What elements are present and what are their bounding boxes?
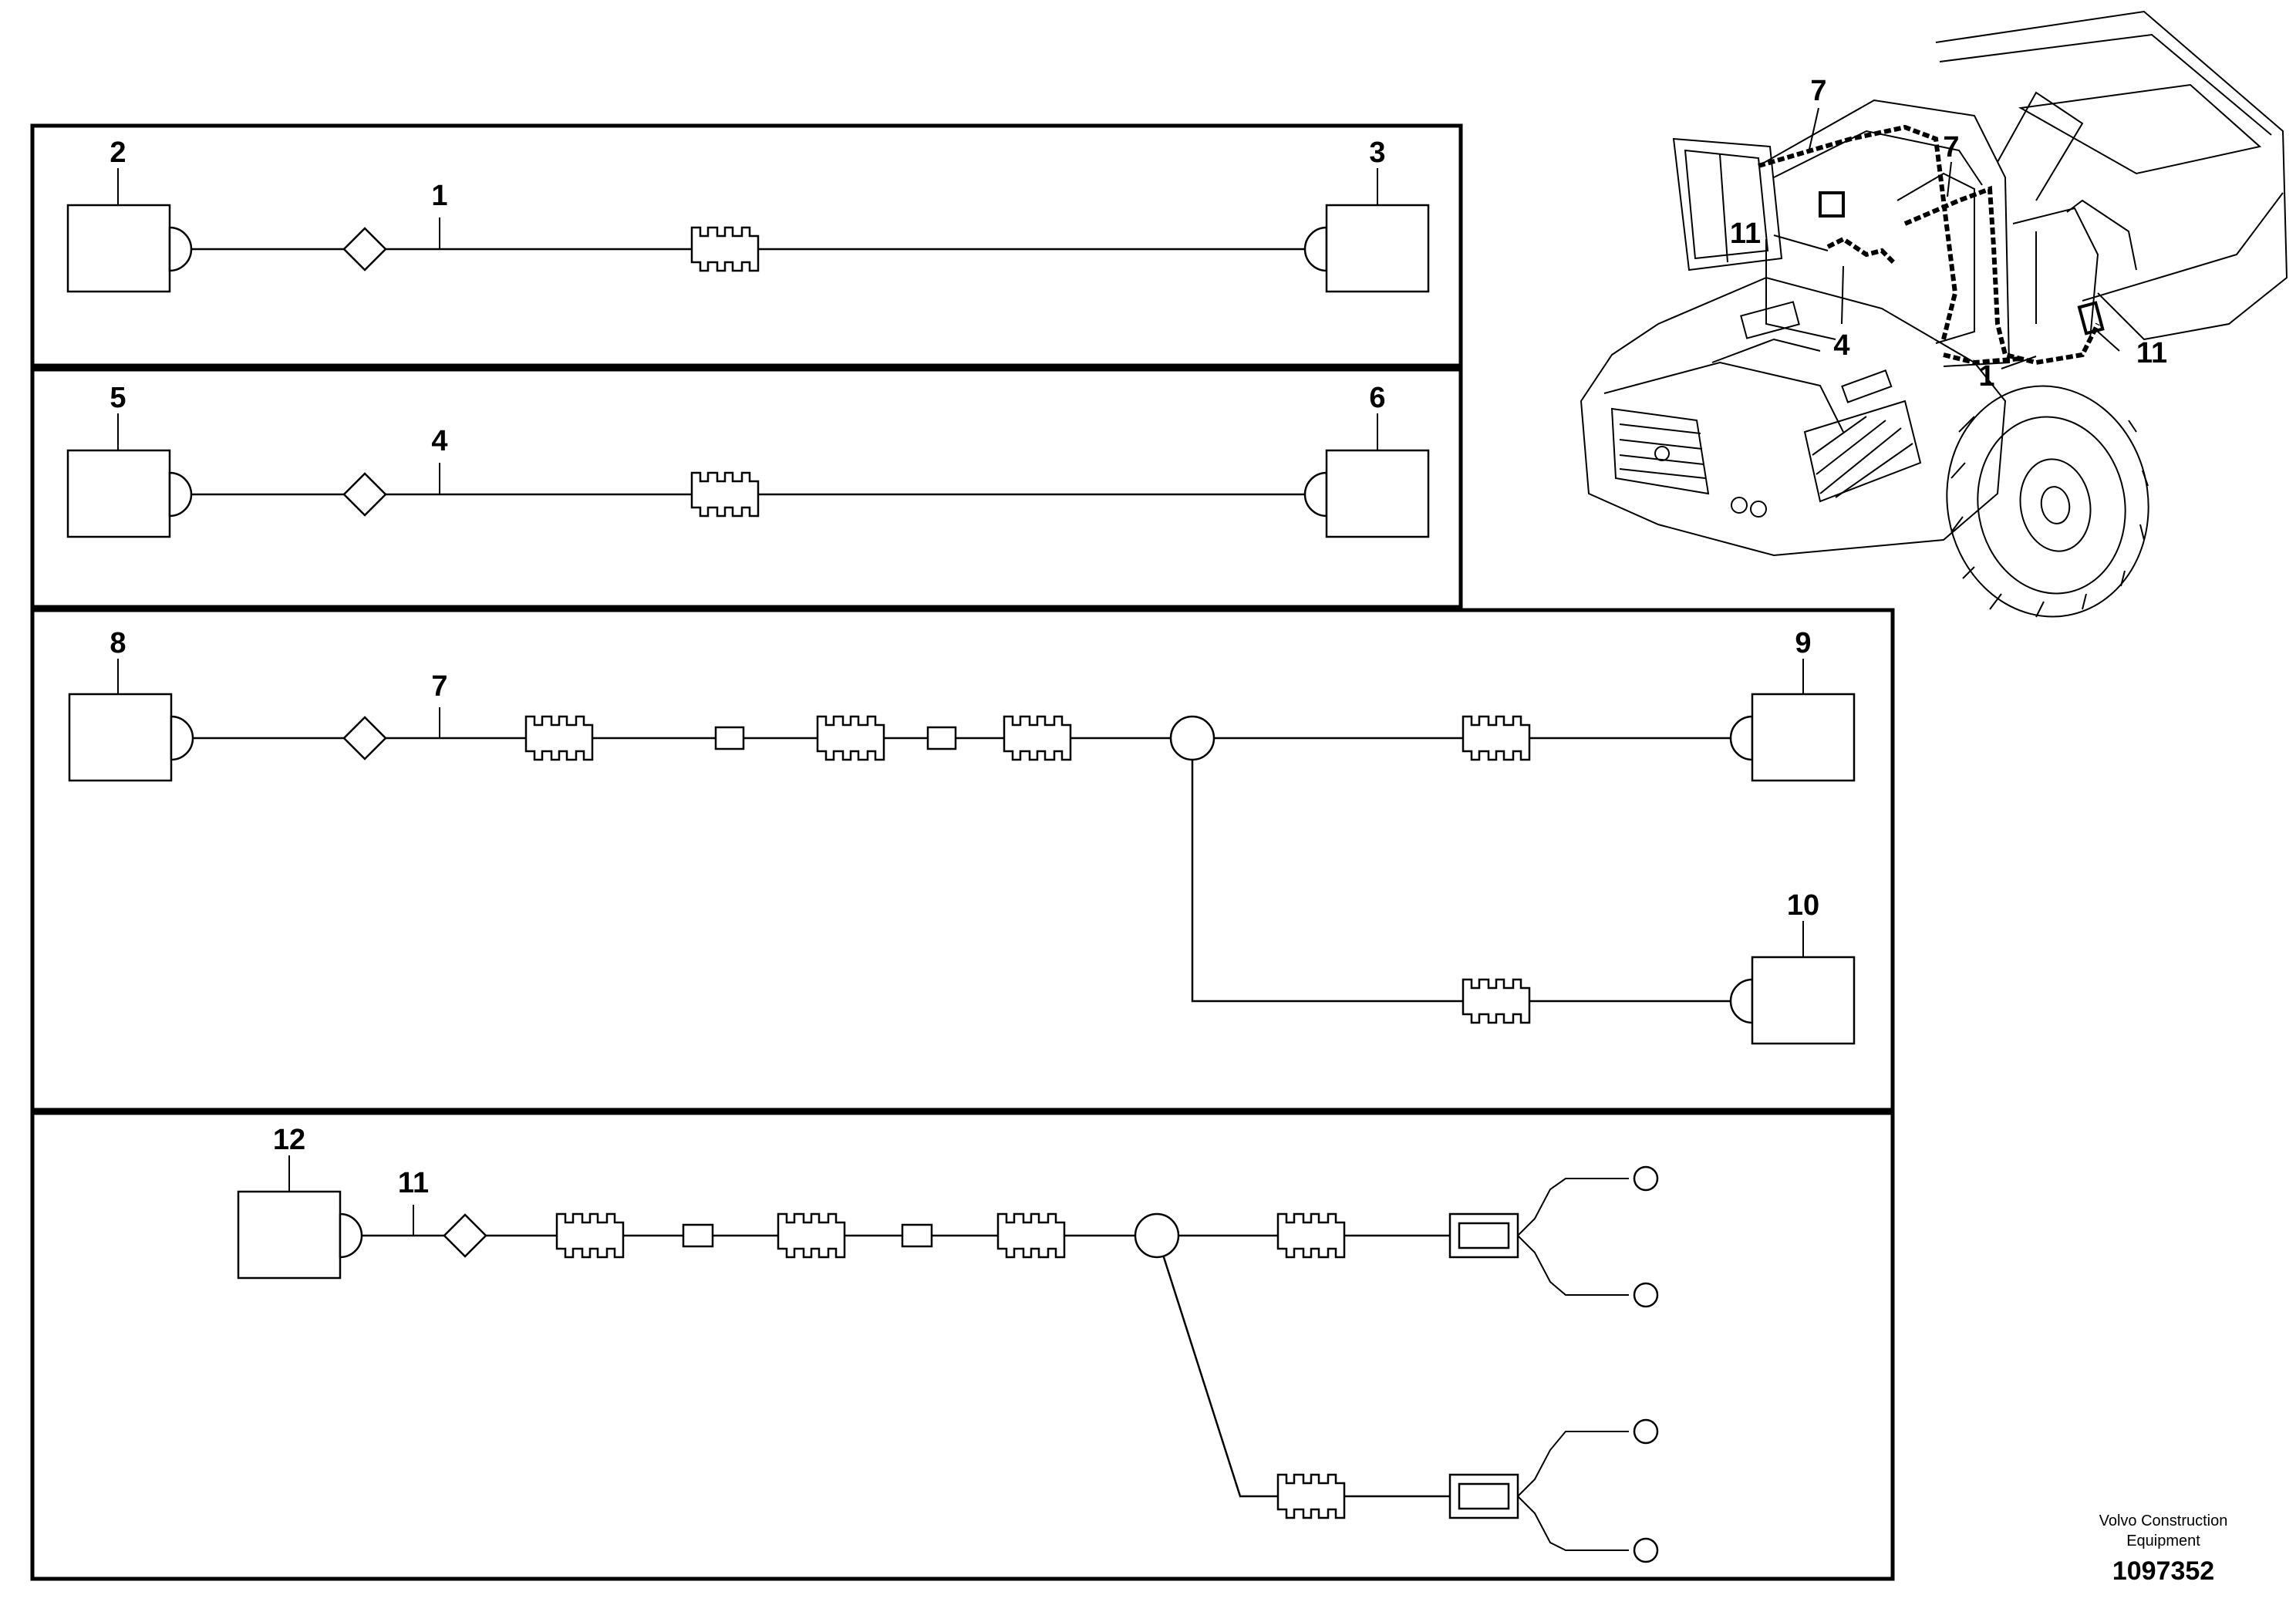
harness-label-1: 1 <box>431 180 447 212</box>
component-box-left <box>66 204 171 293</box>
splitter-upper <box>1448 1165 1659 1308</box>
inline-connector <box>690 226 760 272</box>
branch-node <box>1134 1212 1180 1259</box>
terminal-end <box>1633 1165 1659 1192</box>
panel-harness-11: 12 11 <box>30 1111 1895 1581</box>
branch-node <box>1169 715 1215 761</box>
callout-1: 1 <box>1978 360 1994 393</box>
inline-connector <box>777 1212 846 1259</box>
panel-harness-4: 5 4 6 <box>30 367 1463 609</box>
inline-connector <box>1276 1473 1346 1519</box>
component-label-5: 5 <box>110 382 126 414</box>
junction-diamond <box>342 227 387 271</box>
callout-11-right: 11 <box>2136 337 2167 369</box>
terminal-end <box>1633 1282 1659 1308</box>
inline-connector <box>1003 715 1072 761</box>
harness-wire-branch <box>1155 1235 1450 1498</box>
component-box-lower <box>1751 956 1856 1045</box>
component-box-left <box>66 449 171 538</box>
inline-connector <box>1462 978 1531 1024</box>
component-box-left <box>237 1190 342 1280</box>
inline-connector <box>1462 715 1531 761</box>
panel-harness-1: 2 1 3 <box>30 123 1463 368</box>
callout-11-left: 11 <box>1730 218 1761 250</box>
splice-block <box>926 726 957 750</box>
plug-right <box>1303 471 1328 518</box>
plug-right <box>1729 715 1754 761</box>
plug-left <box>339 1212 363 1259</box>
inline-connector <box>996 1212 1066 1259</box>
company-line-1: Volvo Construction <box>2099 1512 2228 1529</box>
plug-right <box>1729 978 1754 1024</box>
inline-connector <box>524 715 594 761</box>
inline-connector <box>690 471 760 518</box>
splice-block <box>714 726 745 750</box>
junction-diamond <box>342 472 387 517</box>
hauler-illustration: 7 7 11 4 1 11 <box>1580 10 2288 618</box>
plug-right <box>1303 226 1328 272</box>
document-number: 1097352 <box>2112 1556 2214 1586</box>
component-label-10: 10 <box>1787 889 1819 922</box>
plug-left <box>170 715 194 761</box>
panel-harness-7: 8 7 9 10 <box>30 608 1895 1112</box>
splitter-lower <box>1448 1418 1659 1563</box>
splice-block <box>682 1223 714 1248</box>
harness-wire-branch <box>1191 738 1752 1003</box>
component-label-3: 3 <box>1369 137 1385 169</box>
harness-label-11: 11 <box>398 1167 429 1199</box>
callout-7-right: 7 <box>1943 131 1959 164</box>
terminal-end <box>1633 1537 1659 1563</box>
callout-4: 4 <box>1833 329 1849 362</box>
component-box-right <box>1325 204 1430 293</box>
junction-diamond <box>342 716 387 760</box>
harness-label-7: 7 <box>431 670 447 703</box>
inline-connector <box>555 1212 625 1259</box>
component-box-upper <box>1751 693 1856 782</box>
harness-label-4: 4 <box>431 425 447 457</box>
component-label-9: 9 <box>1795 627 1811 659</box>
component-box-right <box>1325 449 1430 538</box>
inline-connector <box>816 715 885 761</box>
component-label-6: 6 <box>1369 382 1385 414</box>
component-box-left <box>68 693 173 782</box>
component-label-8: 8 <box>110 627 126 659</box>
company-line-2: Equipment <box>2126 1533 2200 1549</box>
inline-connector <box>1276 1212 1346 1259</box>
plug-left <box>168 226 193 272</box>
splice-block <box>901 1223 933 1248</box>
terminal-end <box>1633 1418 1659 1445</box>
component-label-2: 2 <box>110 137 126 169</box>
component-label-12: 12 <box>273 1124 305 1156</box>
junction-diamond <box>443 1213 487 1258</box>
callout-7-left: 7 <box>1810 75 1826 107</box>
plug-left <box>168 471 193 518</box>
